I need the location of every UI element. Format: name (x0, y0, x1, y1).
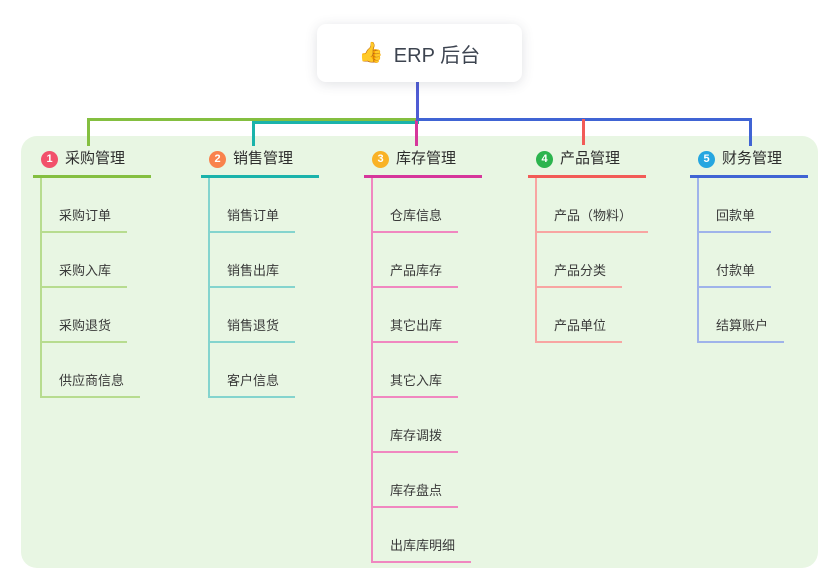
child-node[interactable]: 仓库信息 (373, 178, 459, 233)
child-node[interactable]: 产品（物料） (537, 178, 649, 233)
child-node[interactable]: 供应商信息 (42, 343, 141, 398)
connector-branch-1-vertical (87, 118, 90, 146)
branch-title-label: 产品管理 (560, 150, 621, 167)
mindmap-panel (21, 136, 818, 568)
child-node[interactable]: 销售订单 (210, 178, 296, 233)
child-node[interactable]: 其它出库 (373, 288, 459, 343)
branch-title-label: 采购管理 (65, 150, 126, 167)
branch-title-label: 财务管理 (722, 150, 783, 167)
branch-children: 产品（物料） 产品分类 产品单位 (535, 178, 649, 343)
child-node[interactable]: 销售出库 (210, 233, 296, 288)
branch-purchase: 1 采购管理 采购订单 采购入库 采购退货 供应商信息 (33, 149, 152, 398)
branch-title[interactable]: 2 销售管理 (201, 149, 320, 178)
child-node[interactable]: 产品分类 (537, 233, 623, 288)
branch-title[interactable]: 1 采购管理 (33, 149, 152, 178)
branch-sales: 2 销售管理 销售订单 销售出库 销售退货 客户信息 (201, 149, 320, 398)
branch-number-badge: 5 (698, 150, 715, 168)
branch-title[interactable]: 5 财务管理 (690, 149, 809, 178)
child-node[interactable]: 回款单 (699, 178, 772, 233)
connector-branch-2-horizontal (252, 121, 419, 124)
connector-branch-2-vertical (252, 121, 255, 146)
child-node[interactable]: 库存调拨 (373, 398, 459, 453)
connector-branch-1-horizontal (87, 118, 419, 121)
root-node[interactable]: 👍 ERP 后台 (317, 24, 522, 82)
child-node[interactable]: 产品单位 (537, 288, 623, 343)
child-node[interactable]: 采购订单 (42, 178, 128, 233)
child-node[interactable]: 客户信息 (210, 343, 296, 398)
child-node[interactable]: 产品库存 (373, 233, 459, 288)
branch-product: 4 产品管理 产品（物料） 产品分类 产品单位 (528, 149, 649, 343)
branch-title-label: 销售管理 (233, 150, 294, 167)
child-node[interactable]: 结算账户 (699, 288, 785, 343)
branch-number-badge: 3 (372, 150, 389, 168)
child-node[interactable]: 出库库明细 (373, 508, 472, 563)
branch-children: 仓库信息 产品库存 其它出库 其它入库 库存调拨 库存盘点 出库库明细 (371, 178, 482, 563)
connector-branch-3-vertical (415, 120, 418, 146)
branch-inventory: 3 库存管理 仓库信息 产品库存 其它出库 其它入库 库存调拨 库存盘点 出库库… (364, 149, 483, 563)
branch-title[interactable]: 3 库存管理 (364, 149, 483, 178)
connector-branch-5-vertical (749, 118, 752, 146)
branch-children: 采购订单 采购入库 采购退货 供应商信息 (40, 178, 151, 398)
branch-number-badge: 4 (536, 150, 553, 168)
branch-children: 销售订单 销售出库 销售退货 客户信息 (208, 178, 319, 398)
child-node[interactable]: 采购入库 (42, 233, 128, 288)
branch-number-badge: 2 (209, 150, 226, 168)
branch-title-label: 库存管理 (396, 150, 457, 167)
child-node[interactable]: 销售退货 (210, 288, 296, 343)
child-node[interactable]: 采购退货 (42, 288, 128, 343)
child-node[interactable]: 其它入库 (373, 343, 459, 398)
branch-children: 回款单 付款单 结算账户 (697, 178, 808, 343)
thumbs-up-icon: 👍 (358, 42, 384, 64)
branch-finance: 5 财务管理 回款单 付款单 结算账户 (690, 149, 809, 343)
child-node[interactable]: 付款单 (699, 233, 772, 288)
connector-branch-4-vertical (582, 119, 585, 145)
root-node-label: ERP 后台 (393, 44, 481, 67)
branch-number-badge: 1 (41, 150, 58, 168)
child-node[interactable]: 库存盘点 (373, 453, 459, 508)
connector-root-vertical (416, 82, 419, 121)
branch-title[interactable]: 4 产品管理 (528, 149, 647, 178)
